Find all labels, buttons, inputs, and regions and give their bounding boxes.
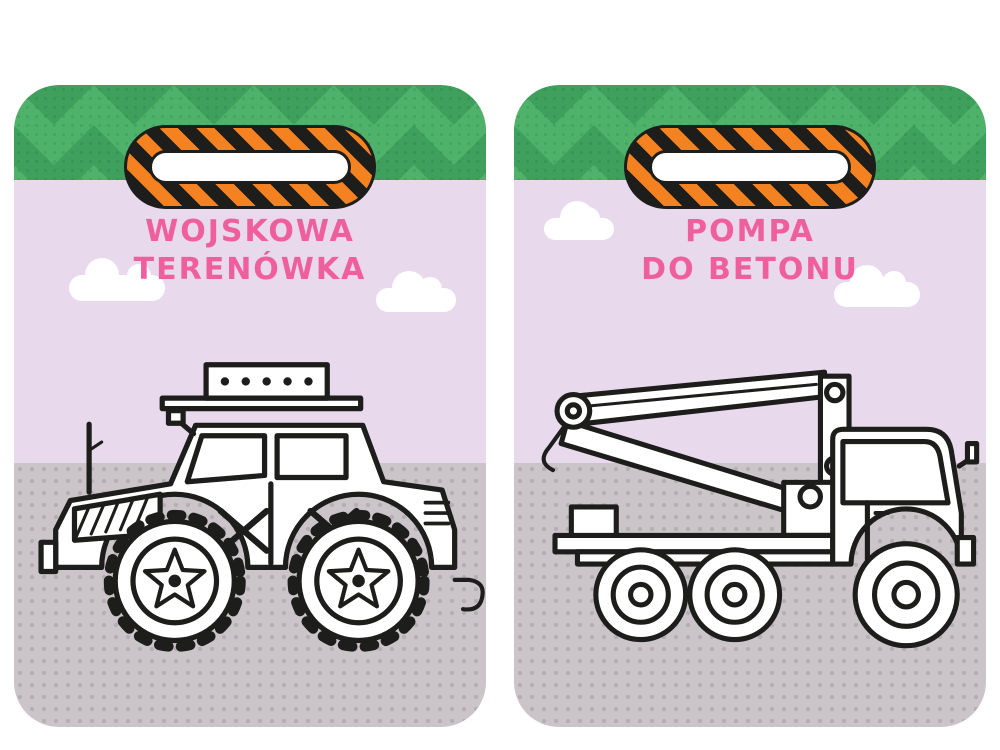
front-wheel xyxy=(103,509,246,652)
title-line: POMPA xyxy=(685,214,815,249)
toolbox xyxy=(568,504,619,539)
hose-curl xyxy=(541,423,568,473)
cloud-icon xyxy=(69,258,165,301)
cloud-icon xyxy=(544,201,614,240)
windshield xyxy=(184,433,268,485)
title-line: WOJSKOWA xyxy=(145,214,355,249)
tow-hook xyxy=(452,577,485,612)
page-title-left: WOJSKOWA TERENÓWKA xyxy=(14,213,486,289)
rear-wheel xyxy=(287,509,430,652)
rear-wheel-1 xyxy=(593,547,689,643)
concrete-pump-truck-illustration xyxy=(541,369,980,649)
page-left: WOJSKOWA TERENÓWKA xyxy=(14,85,486,727)
handle-cutout-hole xyxy=(149,150,351,184)
carry-handle-left xyxy=(124,125,376,209)
title-line: DO BETONU xyxy=(641,252,859,287)
title-line: TERENÓWKA xyxy=(133,252,367,287)
cloud-icon xyxy=(834,265,920,307)
handle-cutout-hole xyxy=(649,150,851,184)
cloud-icon xyxy=(376,271,456,312)
front-wheel xyxy=(852,541,960,649)
boom-lower-arm xyxy=(558,418,795,514)
boom-upper-arm xyxy=(566,369,828,428)
page-title-right: POMPA DO BETONU xyxy=(514,213,986,289)
military-offroad-illustration xyxy=(38,362,485,652)
rear-wheel-2 xyxy=(687,547,783,643)
cab-window xyxy=(840,438,951,506)
carry-handle-right xyxy=(624,125,876,209)
page-right: POMPA DO BETONU xyxy=(514,85,986,727)
side-window xyxy=(274,433,349,481)
